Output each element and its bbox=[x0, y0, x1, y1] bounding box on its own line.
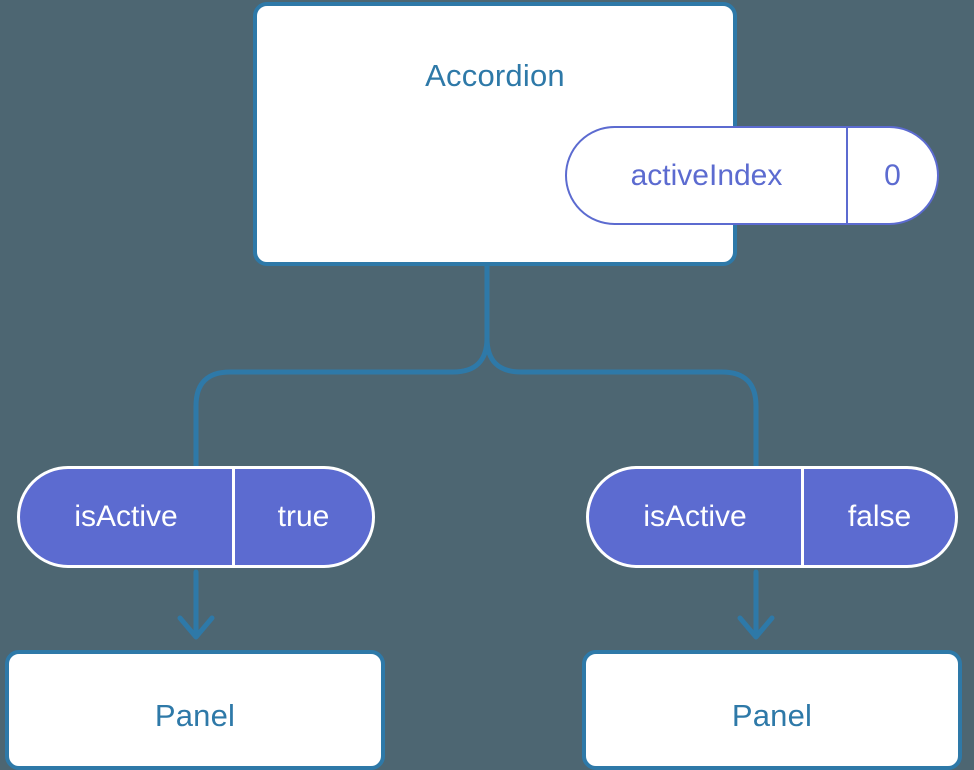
arrow-left bbox=[177, 569, 215, 640]
component-title-accordion: Accordion bbox=[425, 58, 565, 93]
component-title-panel: Panel bbox=[154, 698, 236, 733]
branch-left bbox=[193, 263, 490, 469]
arrow-right bbox=[737, 569, 775, 640]
branch-right bbox=[484, 263, 759, 469]
component-card-accordion[interactable]: Accordion activeIndex 0 bbox=[253, 2, 939, 266]
component-card-panel-right[interactable]: Panel bbox=[582, 650, 962, 770]
prop-pill-key: isActive bbox=[589, 469, 804, 565]
state-pill-value: 0 bbox=[884, 158, 901, 192]
component-card-panel-left[interactable]: Panel bbox=[5, 650, 385, 770]
component-title-panel: Panel bbox=[731, 698, 813, 733]
state-pill-key: activeIndex bbox=[567, 128, 848, 223]
state-pill-activeindex[interactable]: activeIndex 0 bbox=[565, 126, 939, 225]
prop-pill-value: true bbox=[277, 500, 330, 533]
prop-pill-isactive-false[interactable]: isActive false bbox=[586, 466, 958, 568]
prop-pill-isactive-true[interactable]: isActive true bbox=[17, 466, 375, 568]
prop-pill-value: false bbox=[847, 500, 912, 533]
prop-pill-key: isActive bbox=[20, 469, 235, 565]
